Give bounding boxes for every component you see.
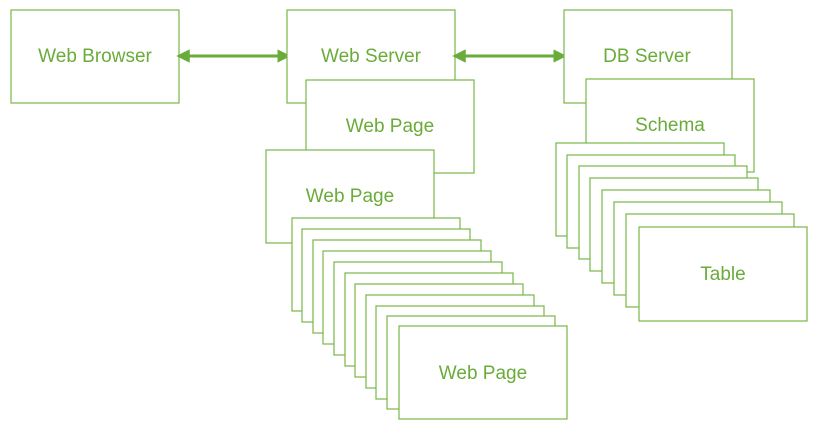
web-server-label: Web Server <box>321 46 422 67</box>
web-page-node-3: Web Page <box>398 325 568 420</box>
table-label: Table <box>700 264 745 285</box>
web-page-label-1: Web Page <box>346 116 434 137</box>
web-browser-label: Web Browser <box>38 46 152 67</box>
schema-label: Schema <box>635 115 705 136</box>
web-page-label-2: Web Page <box>306 186 394 207</box>
db-server-label: DB Server <box>603 46 691 67</box>
table-node: Table <box>638 226 808 322</box>
table-stack: Table <box>555 142 808 322</box>
web-page-label-3: Web Page <box>439 363 527 384</box>
web-page-stack: Web Page <box>291 217 568 420</box>
web-browser-node: Web Browser <box>10 9 180 104</box>
